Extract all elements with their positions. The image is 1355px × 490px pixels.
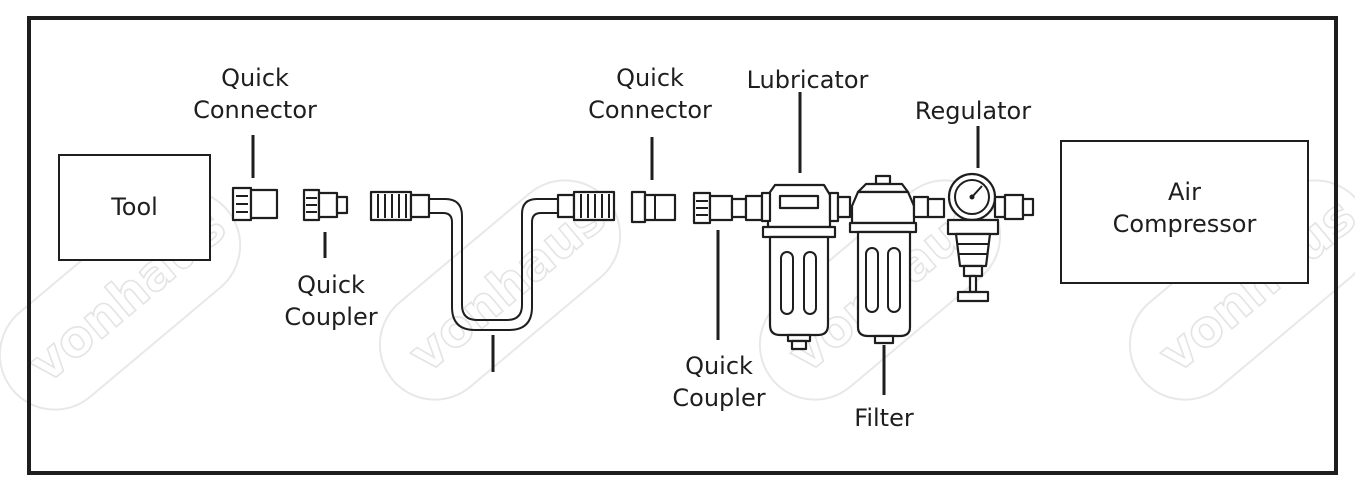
air-compressor-label: Air Compressor [1061,176,1308,240]
quick-coupler-right-part [692,191,764,225]
quick-connector-right-label: Quick Connector [575,62,725,126]
quick-connector-right-line-1: Quick [616,64,684,92]
quick-coupler-right-label: Quick Coupler [654,350,784,414]
air-compressor-line-1: Air [1168,178,1201,206]
outer-frame [27,16,1338,475]
quick-connector-right-part [630,190,677,224]
filter-part [848,174,930,345]
tool-box [58,154,211,261]
quick-coupler-left-line-2: Coupler [284,303,378,331]
quick-connector-left-line-1: Quick [221,64,289,92]
quick-coupler-left-line-1: Quick [297,271,365,299]
air-hose [369,190,616,331]
tool-label: Tool [111,193,158,221]
regulator-part [926,172,1035,303]
leader-lines [251,92,980,395]
lubricator-label: Lubricator [746,66,869,94]
quick-connector-left-label: Quick Connector [180,62,330,126]
filter-label: Filter [854,404,914,432]
quick-connector-left-part [231,186,279,222]
quick-coupler-right-line-2: Coupler [672,384,766,412]
air-compressor-line-2: Compressor [1112,210,1257,238]
quick-coupler-right-line-1: Quick [685,352,753,380]
quick-connector-left-line-2: Connector [193,96,317,124]
quick-coupler-left-part [302,188,349,222]
quick-coupler-left-label: Quick Coupler [266,269,396,333]
air-compressor-box [1060,140,1309,284]
regulator-label: Regulator [914,97,1032,125]
lubricator-part [760,183,852,351]
quick-connector-right-line-2: Connector [588,96,712,124]
